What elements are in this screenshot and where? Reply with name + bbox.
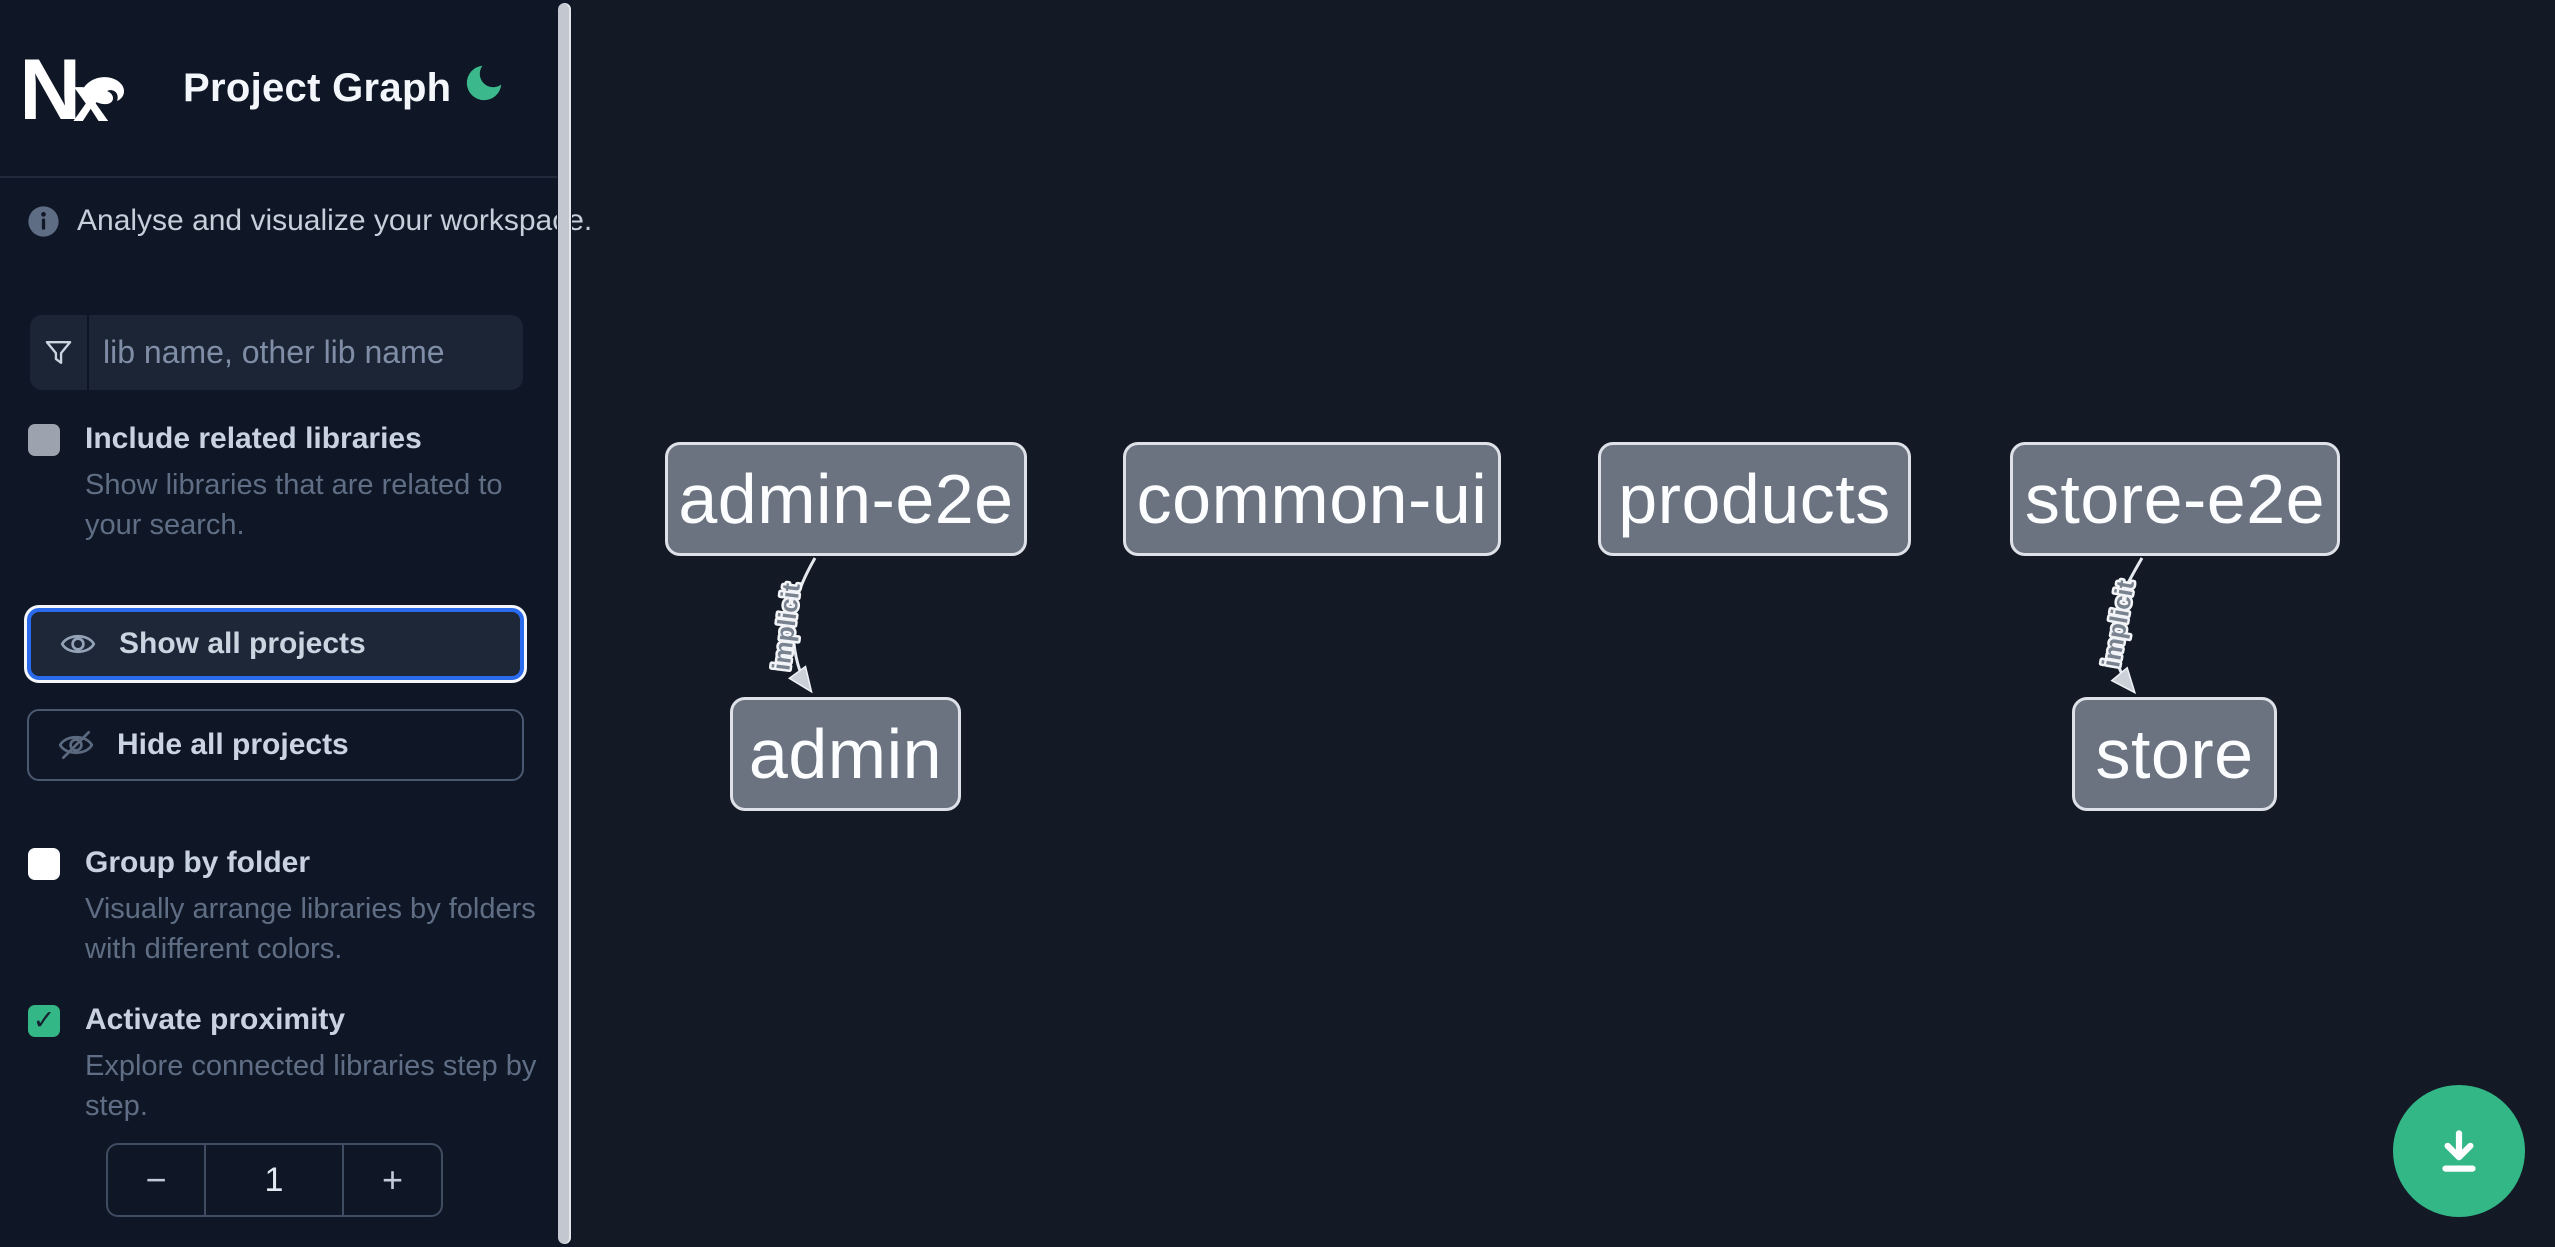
- search-box: [30, 315, 523, 390]
- sidebar-scrollbar[interactable]: [558, 3, 571, 1244]
- sidebar-divider: [557, 0, 572, 1247]
- tagline-row: Analyse and visualize your workspace.: [27, 204, 592, 238]
- graph-node-products[interactable]: products: [1598, 442, 1911, 556]
- graph-node-common-ui[interactable]: common-ui: [1123, 442, 1501, 556]
- edge-store-e2e-to-store: [2110, 557, 2144, 695]
- hide-all-projects-button[interactable]: Hide all projects: [27, 709, 524, 781]
- group-by-folder-label: Group by folder: [85, 846, 310, 879]
- include-related-checkbox[interactable]: [28, 424, 60, 456]
- eye-off-icon: [57, 726, 95, 764]
- proximity-depth-stepper: − 1 +: [106, 1143, 443, 1217]
- sidebar: N x Project Graph Analyse and visualize …: [0, 0, 592, 1247]
- increment-button[interactable]: +: [342, 1145, 441, 1215]
- edge-label-admin-e2e-to-admin[interactable]: implicit: [765, 579, 809, 675]
- graph-node-admin[interactable]: admin: [730, 697, 961, 811]
- moon-icon: [466, 65, 502, 100]
- filter-icon: [30, 315, 89, 390]
- group-by-folder-description: Visually arrange libraries by folders wi…: [85, 893, 536, 965]
- download-icon: [2442, 1130, 2476, 1172]
- page-title: Project Graph: [183, 66, 452, 110]
- activate-proximity-toggle: Activate proximity Explore connected lib…: [28, 1003, 536, 1126]
- hide-all-projects-label: Hide all projects: [117, 728, 349, 761]
- sidebar-header: N x Project Graph: [0, 0, 557, 178]
- show-all-projects-button[interactable]: Show all projects: [27, 608, 524, 680]
- graph-node-admin-e2e[interactable]: admin-e2e: [665, 442, 1027, 556]
- graph-node-store-e2e[interactable]: store-e2e: [2010, 442, 2340, 556]
- edge-admin-e2e-to-admin: [787, 557, 817, 694]
- activate-proximity-description: Explore connected libraries step by step…: [85, 1050, 537, 1122]
- show-all-projects-label: Show all projects: [119, 627, 366, 660]
- nx-logo: N x: [25, 55, 125, 121]
- activate-proximity-label: Activate proximity: [85, 1003, 346, 1036]
- group-by-folder-toggle: Group by folder Visually arrange librari…: [28, 846, 536, 969]
- include-related-label: Include related libraries: [85, 422, 422, 455]
- eye-icon: [59, 625, 97, 663]
- graph-node-store[interactable]: store: [2072, 697, 2277, 811]
- group-by-folder-checkbox[interactable]: [28, 848, 60, 880]
- edge-label-store-e2e-to-store[interactable]: implicit: [2095, 575, 2143, 672]
- include-related-toggle: Include related libraries Show libraries…: [28, 422, 528, 545]
- svg-text:N: N: [25, 55, 81, 121]
- info-icon: [28, 205, 59, 237]
- include-related-description: Show libraries that are related to your …: [85, 469, 503, 541]
- proximity-depth-value: 1: [264, 1160, 284, 1199]
- download-graph-button[interactable]: [2393, 1085, 2525, 1217]
- activate-proximity-checkbox[interactable]: [28, 1005, 60, 1037]
- search-input[interactable]: [89, 315, 523, 390]
- tagline-text: Analyse and visualize your workspace.: [77, 204, 593, 237]
- decrement-button[interactable]: −: [108, 1145, 206, 1215]
- theme-toggle-button[interactable]: [458, 58, 510, 110]
